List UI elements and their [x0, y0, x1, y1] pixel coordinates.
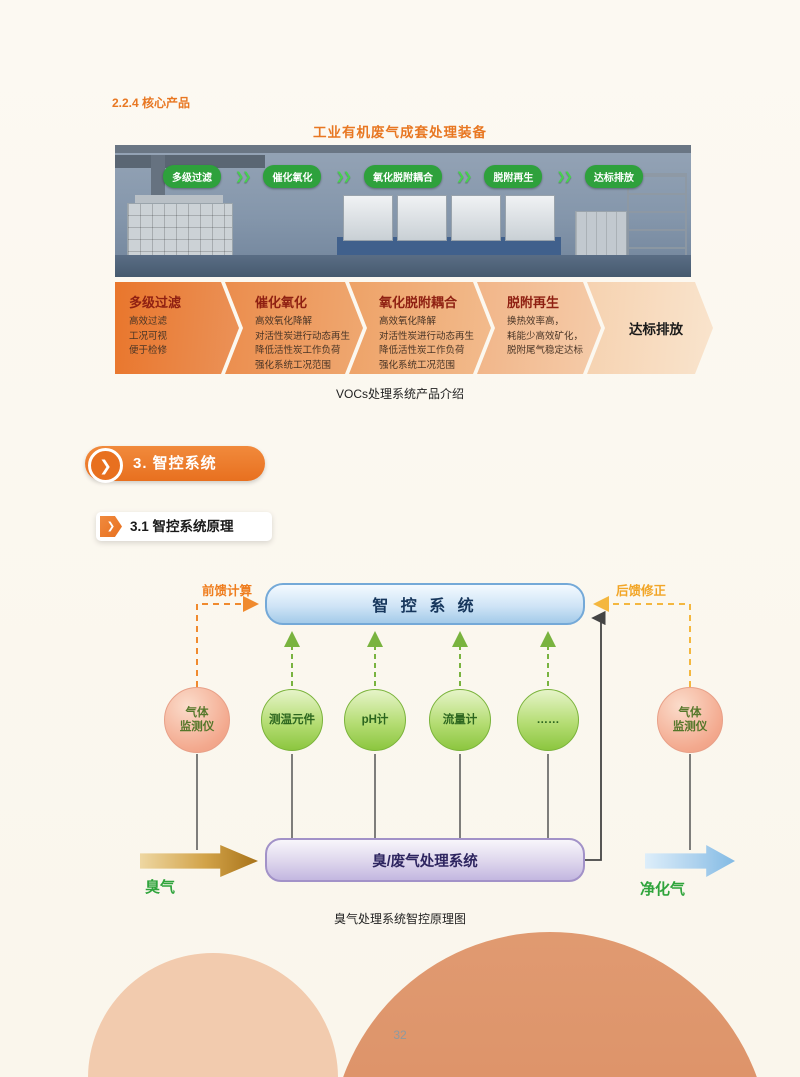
process-step-filtration: 多级过滤 高效过滤 工况可视 便于检修 — [115, 282, 239, 374]
section-3-1-banner: ❯ 3.1 智控系统原理 — [96, 512, 272, 541]
control-system-box: 智 控 系 统 — [265, 583, 585, 625]
process-step-line: 强化系统工况范围 — [379, 360, 456, 372]
sensor-temperature: 测温元件 — [261, 689, 323, 751]
process-step-title: 多级过滤 — [129, 295, 182, 310]
photo-stair-scaffold — [627, 173, 687, 267]
process-step-desorption-regeneration: 脱附再生 换热效率高， 耗能少高效矿化， 脱附尾气稳定达标 — [477, 282, 601, 374]
process-step-line: 降低活性炭工作负荷 — [379, 345, 465, 357]
diagram-caption: 臭气处理系统智控原理图 — [333, 912, 466, 926]
chevron-separator-icon: ❯❯ — [335, 171, 353, 183]
treatment-system-box: 臭/废气处理系统 — [265, 838, 585, 882]
process-step-line: 便于检修 — [129, 345, 168, 357]
chevron-separator-icon: ❯❯ — [455, 171, 473, 183]
process-step-compliant-discharge: 达标排放 — [587, 282, 713, 374]
section-3-title: 3. 智控系统 — [133, 455, 217, 472]
decorative-circle-left — [88, 953, 338, 1077]
process-step-title: 氧化脱附耦合 — [379, 295, 458, 310]
process-step-line: 高效氧化降解 — [379, 316, 437, 327]
gas-monitor-label-line1: 气体 — [678, 706, 702, 719]
process-step-line: 换热效率高， — [507, 316, 565, 327]
sensor-flow-meter: 流量计 — [429, 689, 491, 751]
section-heading: 2.2.4 核心产品 — [112, 96, 191, 110]
section-3-1-title: 3.1 智控系统原理 — [130, 519, 234, 534]
process-step-line: 高效过滤 — [129, 316, 168, 327]
chevron-separator-icon: ❯❯ — [556, 171, 573, 183]
page-number: 32 — [393, 1028, 407, 1042]
chevron-circle-icon: ❯ — [88, 448, 123, 483]
process-step-line: 降低活性炭工作负荷 — [255, 345, 341, 357]
decorative-circle-right — [330, 932, 770, 1077]
process-step-line: 对活性炭进行动态再生 — [255, 330, 351, 342]
process-step-line: 对活性炭进行动态再生 — [379, 330, 475, 342]
sensor-ph-meter: pH计 — [344, 689, 406, 751]
photo-caption: VOCs处理系统产品介绍 — [335, 387, 464, 401]
flow-step-badge: 催化氧化 — [263, 165, 322, 188]
process-step-line: 工况可视 — [129, 330, 168, 342]
flow-step-badge: 脱附再生 — [484, 165, 543, 188]
process-step-title: 催化氧化 — [255, 295, 308, 310]
photo-title: 工业有机废气成套处理装备 — [313, 125, 487, 140]
photo-floor — [115, 255, 691, 277]
photo-reactor-box — [397, 195, 447, 241]
clean-gas-label: 净化气 — [640, 881, 686, 898]
process-arrow-band: 多级过滤 高效过滤 工况可视 便于检修 催化氧化 高效氧化降解 对活性炭进行动态… — [115, 282, 735, 374]
control-principle-diagram: 前馈计算 后馈修正 智 控 系 统 臭/废气处理系统 气体 监测仪 测温元件 p… — [85, 558, 750, 908]
gas-monitor-label-line1: 气体 — [185, 706, 209, 719]
photo-reactor-box — [451, 195, 501, 241]
chevron-separator-icon: ❯❯ — [235, 171, 252, 183]
chevron-icon: ❯ — [100, 516, 122, 537]
photo-ceiling — [115, 145, 691, 153]
equipment-photo: 多级过滤 ❯❯ 催化氧化 ❯❯ 氧化脱附耦合 ❯❯ 脱附再生 ❯❯ 达标排放 — [115, 145, 691, 277]
odor-label: 臭气 — [145, 879, 176, 896]
feedback-label: 后馈修正 — [615, 584, 666, 598]
flow-step-badge: 氧化脱附耦合 — [363, 165, 442, 188]
process-step-line: 耗能少高效矿化， — [507, 330, 584, 342]
photo-flow-badges: 多级过滤 ❯❯ 催化氧化 ❯❯ 氧化脱附耦合 ❯❯ 脱附再生 ❯❯ 达标排放 — [115, 165, 691, 188]
flow-step-badge: 多级过滤 — [163, 165, 222, 188]
photo-reactor-box — [343, 195, 393, 241]
feedforward-label: 前馈计算 — [201, 584, 252, 598]
process-step-line: 高效氧化降解 — [255, 316, 313, 327]
sensor-ellipsis: …… — [517, 689, 579, 751]
gas-monitor-left: 气体 监测仪 — [164, 687, 230, 753]
chevron-glyph: ❯ — [106, 521, 116, 532]
section-3-banner: ❯ 3. 智控系统 — [85, 446, 265, 483]
photo-filter-unit-cap — [135, 195, 223, 204]
gas-monitor-right: 气体 监测仪 — [657, 687, 723, 753]
chevron-glyph: ❯ — [99, 457, 112, 475]
process-step-oxidation-desorption: 氧化脱附耦合 高效氧化降解 对活性炭进行动态再生 降低活性炭工作负荷 强化系统工… — [349, 282, 491, 374]
photo-reactor-box — [505, 195, 555, 241]
process-step-line: 脱附尾气稳定达标 — [507, 345, 584, 357]
process-step-title: 脱附再生 — [507, 295, 560, 310]
diagram-connector-lines — [196, 596, 691, 861]
gas-monitor-label-line2: 监测仪 — [672, 721, 708, 733]
flow-step-badge: 达标排放 — [584, 165, 643, 188]
process-step-line: 强化系统工况范围 — [255, 360, 332, 372]
gas-monitor-label-line2: 监测仪 — [179, 721, 215, 733]
process-step-catalytic-oxidation: 催化氧化 高效氧化降解 对活性炭进行动态再生 降低活性炭工作负荷 强化系统工况范… — [225, 282, 363, 374]
process-step-title: 达标排放 — [629, 322, 683, 337]
photo-filter-unit — [127, 203, 233, 265]
